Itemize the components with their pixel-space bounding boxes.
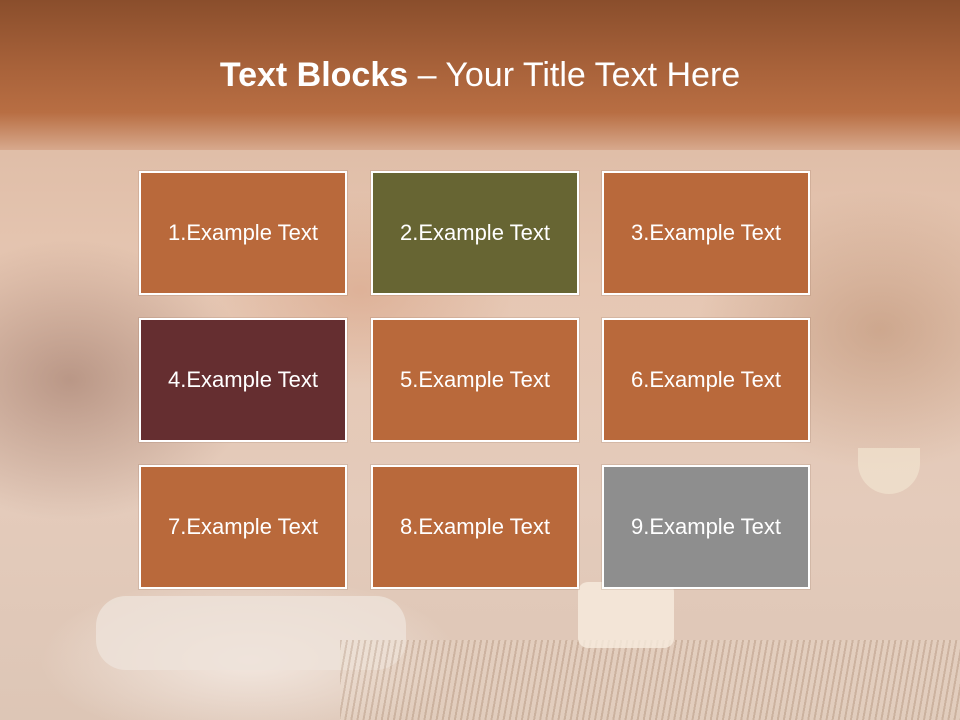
text-block-6[interactable]: 6.Example Text (602, 318, 810, 442)
title-rest-text: Your Title Text Here (445, 56, 741, 94)
text-block-5[interactable]: 5.Example Text (371, 318, 579, 442)
towel-decoration (96, 596, 406, 670)
text-block-7[interactable]: 7.Example Text (139, 465, 347, 589)
title-bar (0, 0, 960, 150)
text-block-3[interactable]: 3.Example Text (602, 171, 810, 295)
title-bold-text: Text Blocks (219, 56, 409, 94)
text-blocks-grid: 1.Example Text 2.Example Text 3.Example … (139, 171, 815, 593)
bamboo-mat-decoration (340, 640, 960, 720)
text-block-4[interactable]: 4.Example Text (139, 318, 347, 442)
title-separator: – (408, 56, 446, 94)
slide-title[interactable]: Text Blocks – Your Title Text Here (0, 52, 960, 98)
candle-decoration (578, 582, 674, 648)
text-block-1[interactable]: 1.Example Text (139, 171, 347, 295)
text-block-2[interactable]: 2.Example Text (371, 171, 579, 295)
text-block-8[interactable]: 8.Example Text (371, 465, 579, 589)
text-block-9[interactable]: 9.Example Text (602, 465, 810, 589)
